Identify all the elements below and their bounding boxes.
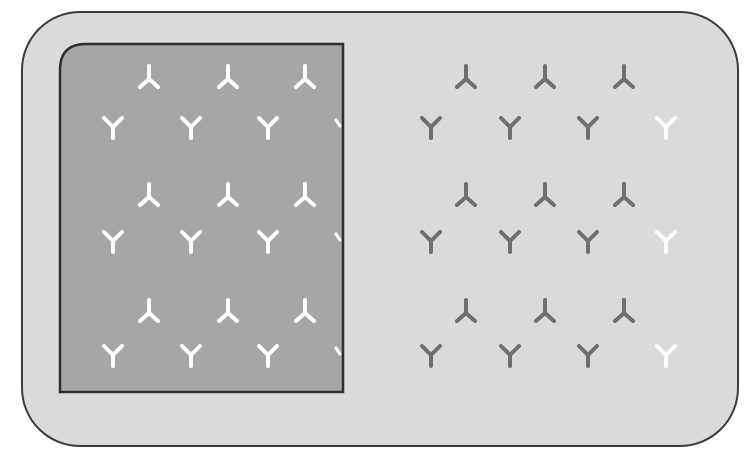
dark-region [60, 44, 343, 392]
